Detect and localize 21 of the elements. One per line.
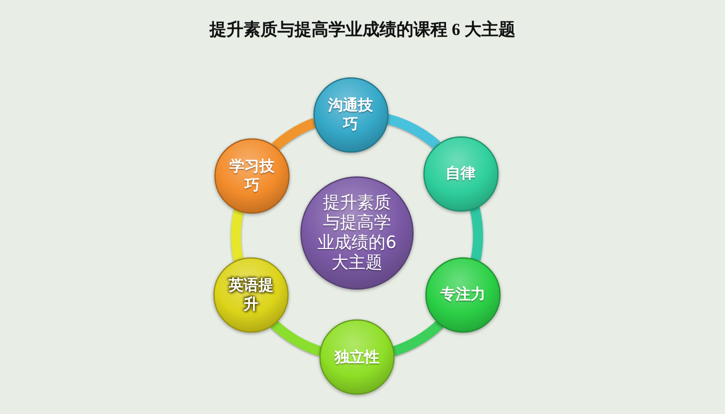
center-label: 提升素质与提高学业成绩的6大主题 xyxy=(316,193,398,273)
topic-label: 自律 xyxy=(444,164,477,184)
connector-arc xyxy=(270,320,322,356)
connector-arc xyxy=(231,209,244,261)
topic-circle xyxy=(424,256,501,333)
topic-label: 学习技巧 xyxy=(228,156,276,194)
diagram-title: 提升素质与提高学业成绩的课程 6 大主题 xyxy=(210,19,516,41)
topic-label: 独立性 xyxy=(333,348,380,366)
topic-label: 专注力 xyxy=(439,285,486,304)
topic-circle xyxy=(213,256,290,333)
center-circle xyxy=(300,176,414,290)
topic-circle xyxy=(422,136,499,212)
connector-arc xyxy=(392,320,444,356)
topic-circle xyxy=(319,319,395,395)
topic-circle xyxy=(312,77,389,154)
connector-arc xyxy=(272,118,316,150)
topic-label: 沟通技巧 xyxy=(327,96,374,134)
topic-label: 英语提升 xyxy=(227,276,275,314)
topic-circle xyxy=(214,138,290,214)
connector-arc xyxy=(386,114,440,150)
connector-arc xyxy=(470,207,483,261)
